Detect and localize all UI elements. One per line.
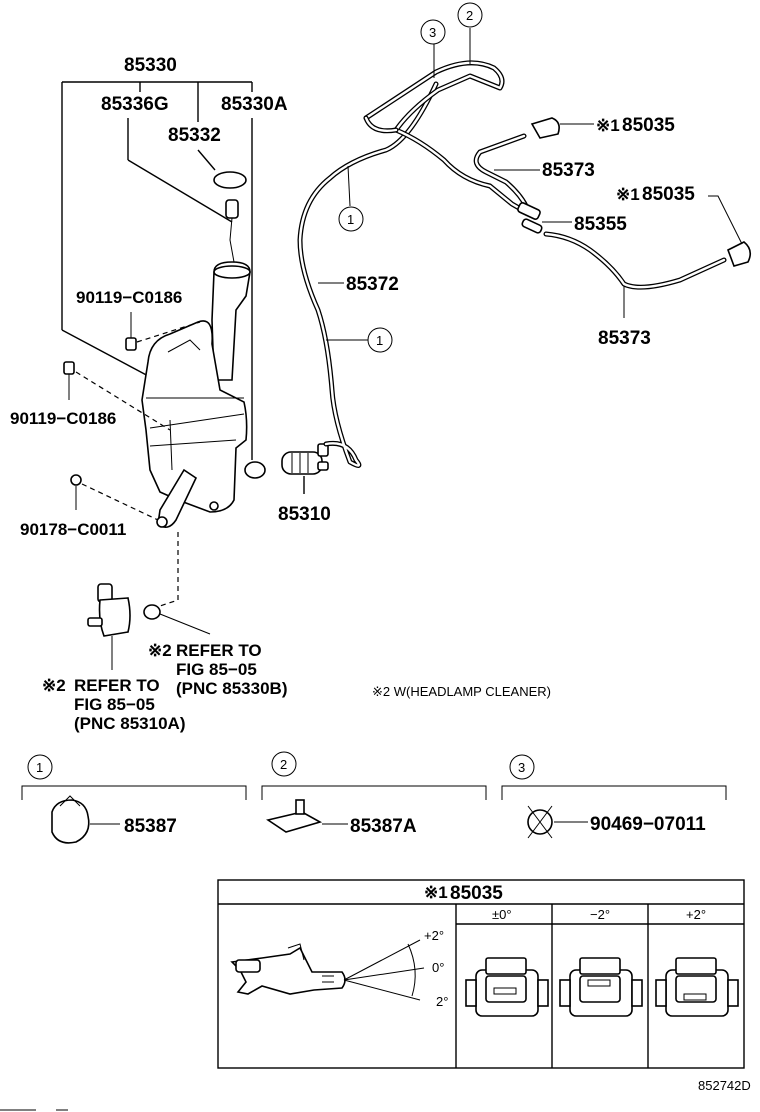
part-number-85373-upper: 85373 bbox=[542, 160, 595, 181]
ref-85330B-line1: REFER TO bbox=[176, 641, 262, 660]
nozzle-85035-lower bbox=[708, 195, 752, 267]
ref-85310A-line3: (PNC 85310A) bbox=[74, 714, 186, 733]
svg-text:3: 3 bbox=[429, 25, 436, 40]
part-number-90178-C0011: 90178−C0011 bbox=[20, 520, 126, 539]
legend-clamp-3: 3 90469−07011 bbox=[501, 754, 727, 839]
part-number-85330: 85330 bbox=[124, 55, 177, 76]
hose-85373-upper bbox=[473, 133, 529, 209]
ref-85310A-line1: REFER TO bbox=[74, 676, 160, 695]
svg-text:3: 3 bbox=[518, 760, 525, 775]
table-title-part: 85035 bbox=[450, 883, 503, 904]
ref-mark-x2-lower: ※2 bbox=[42, 676, 66, 695]
svg-text:2: 2 bbox=[466, 8, 473, 23]
part-number-85310: 85310 bbox=[278, 504, 331, 525]
part-number-85387A: 85387A bbox=[350, 816, 417, 837]
connector-view-0deg bbox=[465, 957, 549, 1017]
cap-85332 bbox=[213, 171, 247, 189]
hose-manifold-top bbox=[363, 60, 529, 215]
part-number-85332: 85332 bbox=[168, 125, 221, 146]
table-col-plus2deg: +2° bbox=[686, 907, 706, 922]
callout-2: 2 bbox=[457, 2, 483, 64]
nozzle-85035-upper bbox=[530, 117, 594, 139]
part-number-85035-upper: 85035 bbox=[622, 115, 675, 136]
ref-85330B-line3: (PNC 85330B) bbox=[176, 679, 288, 698]
part-number-85372: 85372 bbox=[346, 274, 399, 295]
washer-tank-85330 bbox=[141, 171, 266, 528]
table-title-mark: ※1 bbox=[424, 883, 448, 902]
joint-85355 bbox=[517, 202, 572, 234]
grommet-85330A bbox=[244, 461, 266, 479]
washer-pump-85310 bbox=[281, 443, 329, 494]
grommet-85330B bbox=[143, 604, 211, 635]
svg-text:1: 1 bbox=[36, 760, 43, 775]
hose-85373-lower bbox=[543, 231, 727, 290]
mark-x1-upper: ※1 bbox=[596, 116, 620, 135]
diagram-code: 852742D bbox=[698, 1078, 751, 1093]
callout-1-b: 1 bbox=[326, 327, 393, 353]
ref-85330B-line2: FIG 85−05 bbox=[176, 660, 257, 679]
note-headlamp-cleaner: ※2 W(HEADLAMP CLEANER) bbox=[372, 684, 551, 699]
svg-text:1: 1 bbox=[376, 333, 383, 348]
part-number-85330A: 85330A bbox=[221, 94, 288, 115]
clamp-85387A bbox=[266, 811, 323, 833]
bolt-90119-lower bbox=[63, 361, 171, 431]
table-col-minus2deg: −2° bbox=[590, 907, 610, 922]
part-number-85387: 85387 bbox=[124, 816, 177, 837]
hose-85372 bbox=[297, 81, 439, 468]
svg-text:1: 1 bbox=[347, 212, 354, 227]
angle-2: 2° bbox=[436, 994, 448, 1009]
ref-mark-x2-upper: ※2 bbox=[148, 641, 172, 660]
legend-clamp-2: 2 85387A bbox=[261, 751, 487, 837]
bolt-90119-upper bbox=[125, 312, 201, 351]
part-number-85355: 85355 bbox=[574, 214, 627, 235]
callout-3: 3 bbox=[420, 19, 446, 78]
callout-1-a: 1 bbox=[338, 165, 364, 232]
nozzle-side-view bbox=[230, 939, 425, 1001]
svg-text:2: 2 bbox=[280, 757, 287, 772]
headlamp-pump-85310A bbox=[87, 583, 131, 670]
legend-clamp-1: 1 85387 bbox=[21, 754, 247, 844]
nut-90178 bbox=[70, 474, 159, 521]
connector-view-plus2deg bbox=[655, 957, 739, 1017]
part-number-85035-lower: 85035 bbox=[642, 184, 695, 205]
part-number-85336G: 85336G bbox=[101, 94, 169, 115]
ref-85310A-line2: FIG 85−05 bbox=[74, 695, 155, 714]
mark-x1-lower: ※1 bbox=[616, 185, 640, 204]
part-number-85373-lower: 85373 bbox=[598, 328, 651, 349]
angle-0: 0° bbox=[432, 960, 444, 975]
part-number-90119-C0186-upper: 90119−C0186 bbox=[76, 288, 182, 307]
clamp-85387 bbox=[51, 799, 90, 844]
label-tree-85330: 85330 85336G 85330A 85332 bbox=[61, 55, 288, 460]
angle-plus2: +2° bbox=[424, 928, 444, 943]
table-col-0deg: ±0° bbox=[492, 907, 512, 922]
part-number-90469-07011: 90469−07011 bbox=[590, 814, 706, 835]
nozzle-angle-table: ※1 85035 ±0° −2° +2° +2° 0° 2° bbox=[217, 879, 745, 1069]
part-number-90119-C0186-lower: 90119−C0186 bbox=[10, 409, 116, 428]
connector-view-minus2deg bbox=[559, 957, 643, 1017]
level-sensor-85336G bbox=[225, 199, 239, 219]
